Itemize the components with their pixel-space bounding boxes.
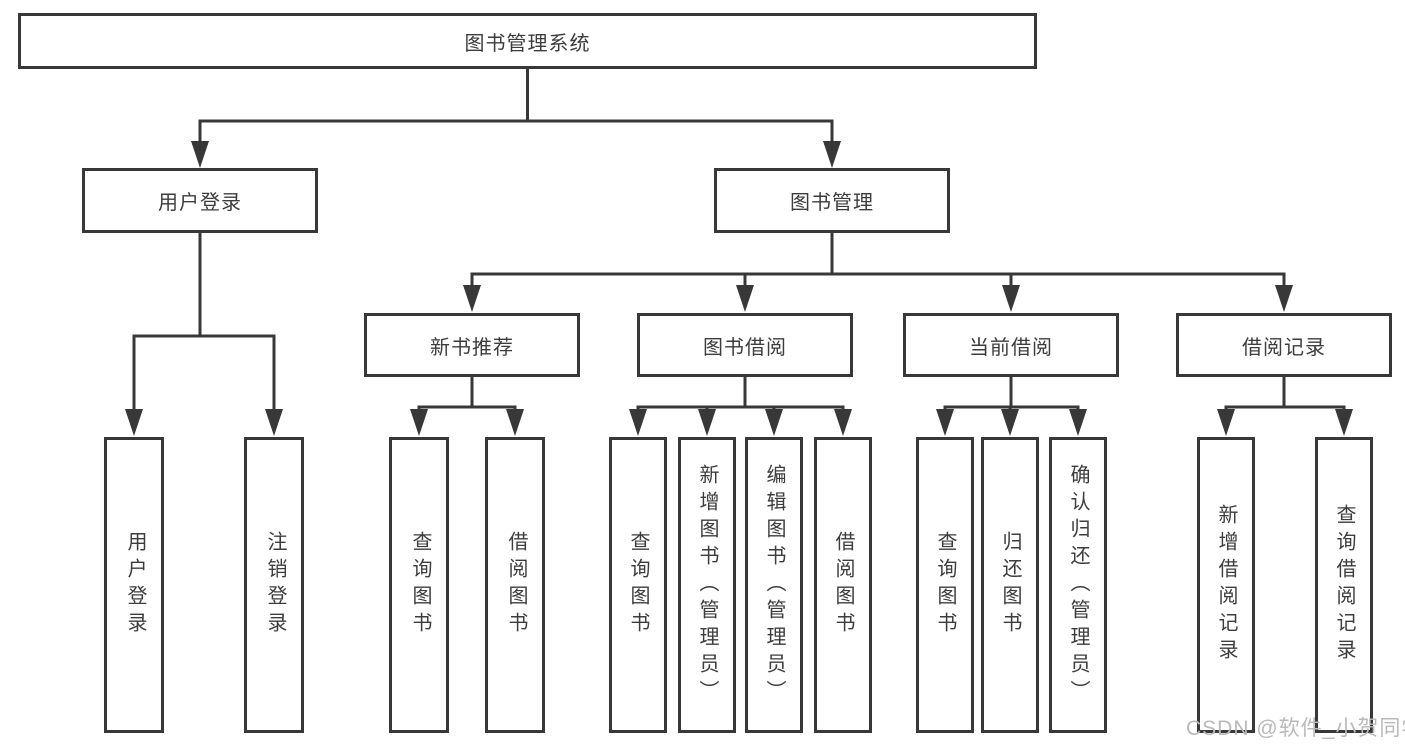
leaf-add-borrow-record: 新增借阅记录 [1197, 437, 1255, 733]
arrow-down-icon [765, 409, 783, 436]
node-borrow-records-label: 借阅记录 [1242, 336, 1326, 359]
arrow-down-icon [191, 141, 209, 168]
node-book-management: 图书管理 [714, 168, 950, 233]
arrow-down-icon [823, 141, 841, 168]
arrow-down-icon [736, 285, 754, 312]
arrow-down-icon [834, 409, 852, 436]
arrow-down-icon [410, 409, 428, 436]
leaf-user-login: 用户登录 [104, 437, 164, 733]
arrow-down-icon [506, 409, 524, 436]
leaf-borrow-books-label: 借阅图书 [832, 531, 854, 639]
leaf-current-query-books: 查询图书 [916, 437, 974, 733]
leaf-recommend-borrow-books-label: 借阅图书 [505, 531, 527, 639]
leaf-confirm-return-admin-label: 确认归还（管理员） [1067, 463, 1089, 707]
leaf-recommend-query-books-label: 查询图书 [409, 531, 431, 639]
leaf-logout: 注销登录 [244, 437, 304, 733]
leaf-query-borrow-record-label: 查询借阅记录 [1333, 504, 1355, 666]
node-book-borrow-label: 图书借阅 [703, 336, 787, 359]
node-root-label: 图书管理系统 [464, 32, 591, 55]
leaf-recommend-borrow-books: 借阅图书 [485, 437, 545, 733]
leaf-recommend-query-books: 查询图书 [389, 437, 449, 733]
leaf-borrow-books: 借阅图书 [814, 437, 872, 733]
arrow-down-icon [1217, 409, 1235, 436]
arrow-down-icon [265, 409, 283, 436]
leaf-add-books-admin-label: 新增图书（管理员） [696, 463, 718, 707]
arrow-down-icon [1069, 409, 1087, 436]
arrow-down-icon [125, 409, 143, 436]
arrow-down-icon [1002, 285, 1020, 312]
arrow-down-icon [1001, 409, 1019, 436]
node-user-login: 用户登录 [82, 168, 318, 233]
arrow-down-icon [1335, 409, 1353, 436]
node-book-management-label: 图书管理 [790, 192, 874, 214]
leaf-edit-books-admin: 编辑图书（管理员） [745, 437, 803, 733]
node-new-book-recommend: 新书推荐 [364, 313, 580, 377]
arrowhead-icons [125, 141, 1353, 436]
arrow-down-icon [629, 409, 647, 436]
node-borrow-records: 借阅记录 [1176, 313, 1392, 377]
leaf-confirm-return-admin: 确认归还（管理员） [1049, 437, 1107, 733]
leaf-borrow-query-books: 查询图书 [609, 437, 667, 733]
node-new-book-recommend-label: 新书推荐 [430, 336, 514, 359]
node-current-borrow: 当前借阅 [903, 313, 1119, 377]
arrow-down-icon [936, 409, 954, 436]
leaf-logout-label: 注销登录 [264, 531, 286, 639]
leaf-query-borrow-record: 查询借阅记录 [1315, 437, 1373, 733]
leaf-edit-books-admin-label: 编辑图书（管理员） [763, 463, 785, 707]
arrow-down-icon [698, 409, 716, 436]
leaf-add-borrow-record-label: 新增借阅记录 [1215, 504, 1237, 666]
leaf-borrow-query-books-label: 查询图书 [627, 531, 649, 639]
arrow-down-icon [1275, 285, 1293, 312]
node-user-login-label: 用户登录 [158, 192, 242, 214]
leaf-add-books-admin: 新增图书（管理员） [678, 437, 736, 733]
leaf-user-login-label: 用户登录 [124, 531, 146, 639]
leaf-current-query-books-label: 查询图书 [934, 531, 956, 639]
node-root: 图书管理系统 [18, 13, 1037, 69]
arrow-down-icon [463, 285, 481, 312]
leaf-return-books-label: 归还图书 [999, 531, 1021, 639]
node-book-borrow: 图书借阅 [637, 313, 853, 377]
leaf-return-books: 归还图书 [981, 437, 1039, 733]
node-current-borrow-label: 当前借阅 [969, 336, 1053, 359]
